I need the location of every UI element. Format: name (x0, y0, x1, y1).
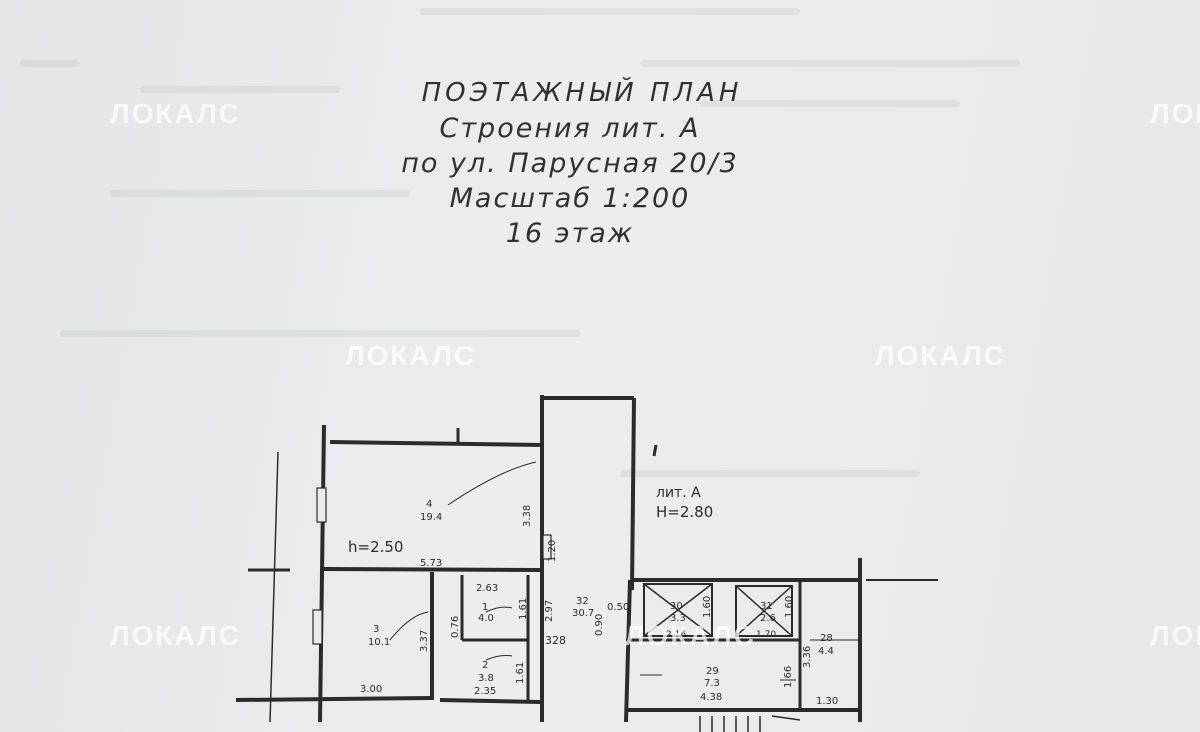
room-2-number: 2 (482, 660, 488, 671)
dimension: 5.73 (420, 558, 442, 569)
floor-number: 16 этаж (505, 218, 635, 249)
plan-title: ПОЭТАЖНЫЙ ПЛАН (421, 78, 743, 108)
shaft-cross (735, 585, 793, 637)
dimension: 328 (545, 634, 566, 647)
door-swing (447, 461, 537, 506)
wall-mid-horizontal (323, 567, 541, 572)
plan-title-block: ПОЭТАЖНЫЙ ПЛАН Строения лит. А по ул. Па… (380, 76, 760, 251)
dimension: 3.38 (522, 505, 533, 527)
room-28-number: 28 (820, 633, 833, 644)
wall-top-room-4 (329, 440, 543, 447)
plan-walls (235, 395, 938, 723)
dimension: 2.97 (544, 600, 555, 622)
wall-bottom (235, 696, 433, 702)
ceiling-height-main: H=2.80 (656, 503, 713, 521)
wall-bottom (439, 698, 541, 704)
dimension-labels: 3.38 1.20 5.73 2.63 2.97 1.61 3.37 0.76 … (360, 505, 838, 707)
dimension: 1.70 (756, 630, 776, 640)
room-31-number: 31 (760, 601, 773, 612)
wall-stub (652, 444, 658, 457)
room-3-area: 10.1 (368, 637, 390, 648)
dimension: 1.20 (547, 540, 558, 562)
elevator-shaft-31 (735, 585, 793, 637)
shaft-cross (643, 583, 713, 637)
room-30-area: 3.3 (670, 613, 686, 624)
bleed-through-text (420, 8, 800, 15)
watermark: ЛОКАЛС (1150, 98, 1200, 129)
dimension: 3.00 (360, 684, 382, 695)
room-3-number: 3 (373, 624, 379, 635)
plan-labels: лит. А H=2.80 h=2.50 (348, 485, 713, 556)
watermark: ЛОКАЛС (875, 340, 1006, 371)
dimension: 1.61 (515, 662, 526, 684)
room-29-number: 29 (706, 666, 719, 677)
room-31-area: 2.6 (760, 613, 776, 624)
ceiling-height-flat: h=2.50 (348, 538, 403, 556)
window (542, 534, 552, 560)
room-28-area: 4.4 (818, 646, 834, 657)
room-30-number: 30 (670, 601, 683, 612)
watermark: ЛОКАЛС (625, 620, 756, 651)
watermark: ЛОКАЛС (345, 340, 476, 371)
bleed-through-text (620, 470, 920, 477)
wall-right-wing-left (624, 579, 632, 723)
bleed-through-text (700, 100, 960, 107)
dimension: 1.61 (518, 598, 529, 620)
window (316, 487, 327, 523)
watermark: ЛОКАЛС (110, 98, 241, 129)
room-29-area: 7.3 (704, 678, 720, 689)
room-1-number: 1 (482, 602, 488, 613)
window (312, 609, 323, 645)
door-swing (389, 611, 429, 641)
room-32-number: 32 (576, 596, 589, 607)
room-4-number: 4 (426, 499, 432, 510)
stair-step (771, 715, 801, 721)
building-lit-label: лит. А (656, 485, 701, 501)
bleed-through-text (20, 60, 80, 67)
address: по ул. Парусная 20/3 (401, 148, 739, 179)
bleed-through-text (110, 190, 410, 197)
scale: Масштаб 1:200 (449, 183, 691, 214)
elevator-shafts (643, 583, 793, 637)
dimension: 4.38 (700, 692, 722, 703)
dimension: 1.60 (702, 596, 713, 618)
elevator-shaft-30 (643, 583, 713, 637)
dimension: 2.63 (476, 583, 498, 594)
building-letter: Строения лит. А (439, 113, 701, 144)
watermark: ЛОКАЛС (110, 620, 241, 651)
bleed-through-text (140, 86, 340, 93)
wall-core-right (630, 397, 636, 591)
dimension: 0.90 (594, 614, 605, 636)
dimension: 2.16 (666, 630, 686, 640)
dimension: 3.36 (802, 646, 813, 668)
room-4-area: 19.4 (420, 512, 442, 523)
bleed-through-text (60, 330, 580, 337)
bleed-through-text (640, 60, 1020, 67)
staircase (699, 715, 801, 732)
wall-left-outline (269, 451, 279, 723)
door-swing (485, 606, 513, 613)
door-swing (485, 655, 513, 661)
dimension: 1.60 (784, 596, 795, 618)
wall-left (318, 424, 326, 723)
room-32-area: 30.7 (572, 608, 594, 619)
dimension: 1.66 (783, 666, 794, 688)
dimension: 3.37 (419, 630, 430, 652)
room-1-area: 4.0 (478, 613, 494, 624)
dimension: 1.30 (816, 696, 838, 707)
dimension: 2.35 (474, 686, 496, 697)
watermark: ЛОКАЛС (1150, 620, 1200, 651)
dimension: 0.50 (607, 602, 629, 613)
room-2-area: 3.8 (478, 673, 494, 684)
door-swings (389, 461, 860, 681)
room-labels: 4 19.4 3 10.1 1 4.0 2 3.8 32 30.7 30 3.3… (368, 499, 834, 689)
dimension: 0.76 (450, 616, 461, 638)
windows (312, 487, 552, 645)
